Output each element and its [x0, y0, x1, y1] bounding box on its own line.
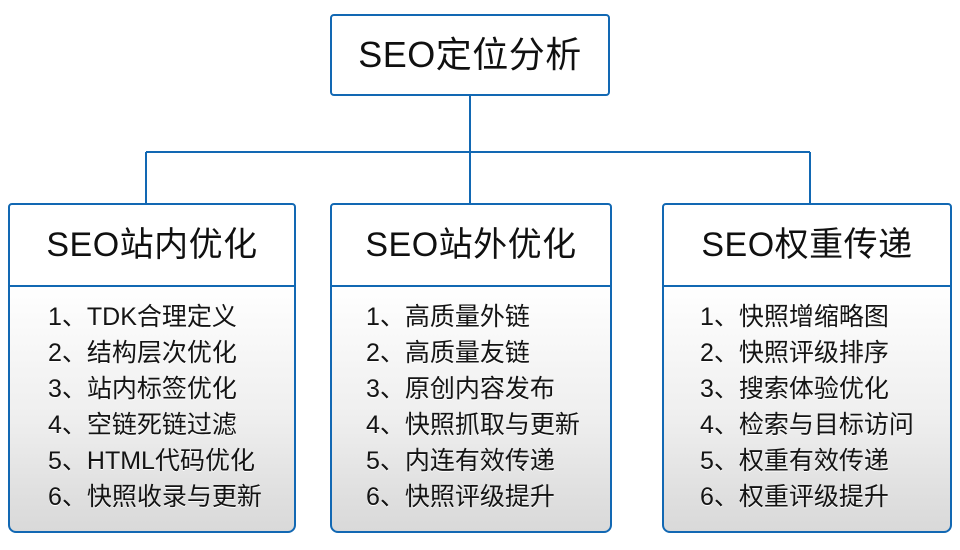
column-header-label-1: SEO站外优化: [365, 226, 577, 264]
column-body-2: 1、快照增缩略图 2、快照评级排序 3、搜索体验优化 4、检索与目标访问 5、权…: [662, 286, 952, 533]
branch-column-seo-offsite: SEO站外优化 1、高质量外链 2、高质量友链 3、原创内容发布 4、快照抓取与…: [330, 203, 612, 533]
column-header-0[interactable]: SEO站内优化: [8, 203, 296, 286]
column-body-0: 1、TDK合理定义 2、结构层次优化 3、站内标签优化 4、空链死链过滤 5、H…: [8, 286, 296, 533]
list-item: 6、快照收录与更新: [48, 483, 262, 511]
column-header-label-0: SEO站内优化: [46, 226, 258, 264]
column-header-2[interactable]: SEO权重传递: [662, 203, 952, 286]
list-item: 5、HTML代码优化: [48, 447, 255, 475]
list-item: 5、内连有效传递: [366, 447, 555, 475]
list-item: 2、高质量友链: [366, 339, 530, 367]
list-item: 4、快照抓取与更新: [366, 411, 580, 439]
column-header-1[interactable]: SEO站外优化: [330, 203, 612, 286]
list-item: 3、搜索体验优化: [700, 375, 889, 403]
list-item: 1、高质量外链: [366, 303, 530, 331]
column-body-1: 1、高质量外链 2、高质量友链 3、原创内容发布 4、快照抓取与更新 5、内连有…: [330, 286, 612, 533]
list-item: 6、权重评级提升: [700, 483, 889, 511]
list-item: 4、检索与目标访问: [700, 411, 914, 439]
branch-column-seo-weight: SEO权重传递 1、快照增缩略图 2、快照评级排序 3、搜索体验优化 4、检索与…: [662, 203, 952, 533]
list-item: 4、空链死链过滤: [48, 411, 237, 439]
list-item: 1、快照增缩略图: [700, 303, 889, 331]
root-node[interactable]: SEO定位分析: [330, 14, 610, 96]
list-item: 2、结构层次优化: [48, 339, 237, 367]
root-node-label: SEO定位分析: [358, 34, 582, 75]
column-header-label-2: SEO权重传递: [701, 226, 913, 264]
list-item: 6、快照评级提升: [366, 483, 555, 511]
list-item: 3、原创内容发布: [366, 375, 555, 403]
list-item: 1、TDK合理定义: [48, 303, 237, 331]
list-item: 5、权重有效传递: [700, 447, 889, 475]
branch-column-seo-onsite: SEO站内优化 1、TDK合理定义 2、结构层次优化 3、站内标签优化 4、空链…: [8, 203, 296, 533]
list-item: 3、站内标签优化: [48, 375, 237, 403]
list-item: 2、快照评级排序: [700, 339, 889, 367]
